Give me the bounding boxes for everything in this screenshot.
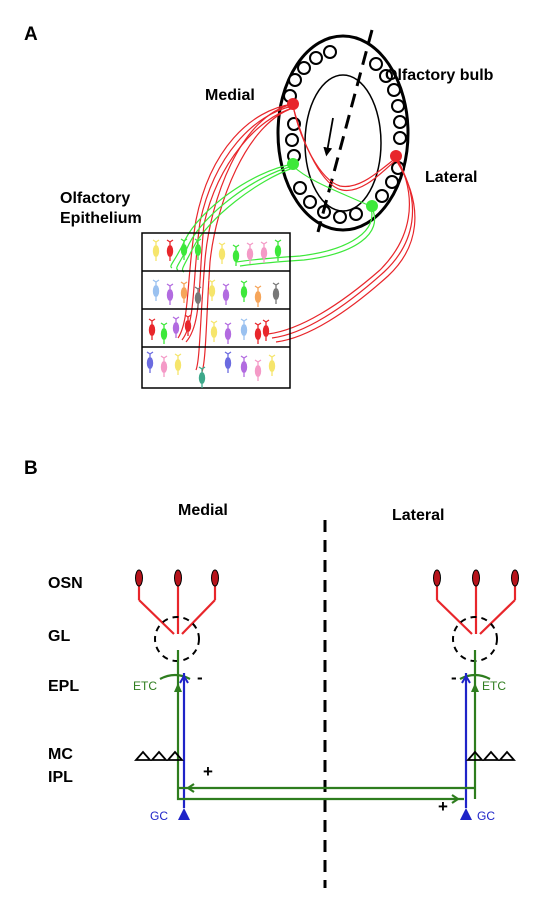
sensory-neuron bbox=[246, 242, 254, 264]
sensory-neuron bbox=[180, 281, 188, 303]
layer-label-mc: MC bbox=[48, 746, 73, 763]
lateral-mitral-cells bbox=[466, 750, 516, 761]
lateral-red-glomerulus bbox=[390, 150, 402, 162]
panel-b-letter: B bbox=[24, 458, 38, 479]
lateral-gc-synapse bbox=[461, 673, 471, 684]
olfactory-bulb bbox=[276, 29, 410, 233]
sensory-neuron bbox=[274, 239, 282, 261]
sensory-neuron bbox=[224, 351, 232, 373]
green-arrow-left bbox=[187, 783, 195, 793]
medial-gc-soma bbox=[178, 808, 190, 820]
sensory-neuron bbox=[210, 320, 218, 342]
sensory-neurons bbox=[146, 238, 282, 388]
medial-circuit: ETC GC - + bbox=[133, 569, 219, 823]
lateral-excitation-sign: + bbox=[438, 797, 448, 816]
medial-gc-synapse bbox=[179, 673, 189, 684]
lateral-inhibition-sign: - bbox=[451, 668, 457, 687]
sensory-neuron bbox=[184, 314, 192, 336]
panel-a-medial-label: Medial bbox=[205, 87, 255, 104]
glomeruli bbox=[283, 45, 407, 224]
panel-a-lateral-label: Lateral bbox=[425, 169, 477, 186]
sensory-neuron bbox=[254, 285, 262, 307]
sensory-neuron bbox=[174, 353, 182, 375]
medial-etc-soma bbox=[174, 683, 182, 692]
green-arrow-right bbox=[451, 794, 459, 804]
bulb-axis-dashed-line bbox=[316, 29, 374, 233]
sensory-neuron bbox=[198, 366, 206, 388]
layer-label-gl: GL bbox=[48, 628, 70, 645]
sensory-neuron bbox=[268, 354, 276, 376]
sensory-neuron bbox=[148, 318, 156, 340]
green-connection-lower bbox=[176, 790, 464, 801]
interbulbar-connections bbox=[176, 783, 477, 804]
sensory-neuron bbox=[218, 242, 226, 264]
lateral-gc-label: GC bbox=[477, 809, 495, 823]
panel-a: A bbox=[24, 24, 494, 389]
sensory-neuron bbox=[224, 322, 232, 344]
layer-label-osn: OSN bbox=[48, 575, 83, 592]
medial-mitral-cells bbox=[134, 750, 184, 761]
lateral-osn-somata bbox=[433, 569, 519, 587]
sensory-neuron bbox=[180, 238, 188, 260]
sensory-neuron bbox=[194, 238, 202, 260]
layer-label-epl: EPL bbox=[48, 678, 79, 695]
panel-b-medial-label: Medial bbox=[178, 502, 228, 519]
lateral-circuit: ETC GC - + bbox=[433, 569, 519, 823]
sensory-neuron bbox=[240, 355, 248, 377]
sensory-neuron bbox=[240, 318, 248, 340]
lateral-green-glomerulus bbox=[366, 200, 378, 212]
sensory-neuron bbox=[152, 239, 160, 261]
sensory-neuron bbox=[146, 351, 154, 373]
olfactory-epithelium bbox=[141, 232, 291, 389]
labelled-glomeruli bbox=[287, 98, 402, 212]
bulb-outer-ring bbox=[276, 34, 410, 232]
medial-red-glomerulus bbox=[287, 98, 299, 110]
sensory-neuron bbox=[172, 316, 180, 338]
medial-excitation-sign: + bbox=[203, 762, 213, 781]
bulb-label: Olfactory bulb bbox=[385, 67, 494, 84]
sensory-neuron bbox=[160, 355, 168, 377]
medial-etc-tuft bbox=[159, 673, 191, 680]
sensory-neuron bbox=[240, 280, 248, 302]
sensory-neuron bbox=[254, 359, 262, 381]
lateral-etc-soma bbox=[471, 683, 479, 692]
sensory-neuron bbox=[208, 279, 216, 301]
sensory-neuron bbox=[152, 279, 160, 301]
layer-label-ipl: IPL bbox=[48, 769, 73, 786]
medial-inhibition-sign: - bbox=[197, 668, 203, 687]
panel-b-lateral-label: Lateral bbox=[392, 507, 444, 524]
epithelium-label-line2: Epithelium bbox=[60, 210, 142, 227]
medial-osn-somata bbox=[135, 569, 219, 587]
medial-green-glomerulus bbox=[287, 158, 299, 170]
direction-arrow bbox=[323, 117, 334, 157]
sensory-neuron bbox=[232, 244, 240, 266]
epithelium-label-line1: Olfactory bbox=[60, 190, 130, 207]
sensory-neuron bbox=[160, 322, 168, 344]
sensory-neuron bbox=[262, 319, 270, 341]
sensory-neuron bbox=[272, 282, 280, 304]
sensory-neuron bbox=[194, 286, 202, 308]
epithelium-box bbox=[141, 232, 291, 389]
medial-gc-label: GC bbox=[150, 809, 168, 823]
lateral-gc-soma bbox=[460, 808, 472, 820]
sensory-neuron bbox=[166, 239, 174, 261]
medial-osn-cells bbox=[137, 586, 217, 635]
lateral-etc-label: ETC bbox=[482, 679, 506, 693]
panel-a-letter: A bbox=[24, 24, 38, 45]
panel-b: B Medial Lateral OSN GL EPL MC IPL bbox=[24, 458, 519, 888]
sensory-neuron bbox=[254, 322, 262, 344]
sensory-neuron bbox=[222, 283, 230, 305]
lateral-osn-cells bbox=[435, 586, 517, 635]
sensory-neuron bbox=[260, 241, 268, 263]
sensory-neuron bbox=[166, 283, 174, 305]
medial-etc-label: ETC bbox=[133, 679, 157, 693]
